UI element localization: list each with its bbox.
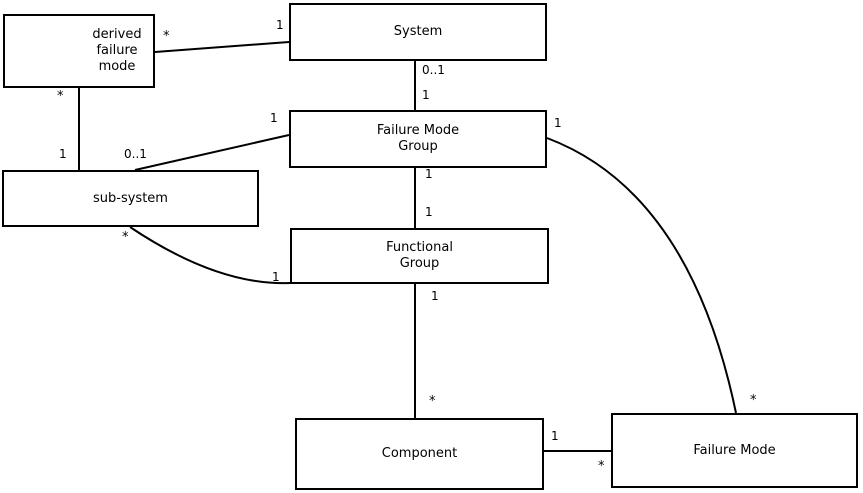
class-name-component: Component [381,446,458,461]
mult-fg-to-component: 1 [431,289,439,303]
mult-fmg-to-fm: 1 [554,116,562,130]
class-name-failure-mode: Failure Mode [693,442,776,458]
mult-fmg-to-fg: 1 [425,167,433,181]
mult-subsystem-to-fmg: 0..1 [124,147,147,161]
mult-subsystem-to-fg: * [122,230,129,245]
class-name-derived-failure-mode: derived failure mode [92,27,142,74]
class-box-failure-mode-group[interactable]: Failure Mode Group [289,110,547,168]
class-box-functional-group[interactable]: Functional Group [290,228,549,284]
mult-fmg-to-subsystem: 1 [270,111,278,125]
association-edge-fmg-fm [546,137,737,414]
class-box-system[interactable]: System [289,3,547,61]
mult-fm-to-component: * [598,459,605,474]
association-edge-subsystem-fg [129,226,291,285]
class-box-sub-system[interactable]: sub-system [2,170,259,227]
mult-dfm-to-system: * [163,29,170,44]
class-name-system: System [393,24,443,39]
mult-system-to-fmg: 0..1 [422,63,445,77]
mult-subsystem-to-dfm: 1 [59,147,67,161]
association-edge-dfm-system [154,41,290,53]
mult-fmg-to-system: 1 [422,88,430,102]
class-box-failure-mode[interactable]: Failure Mode [611,413,858,488]
association-edge-subsystem-fmg [134,134,290,171]
mult-fg-to-fmg: 1 [425,205,433,219]
mult-fm-to-fmg: * [750,393,757,408]
class-name-functional-group: Functional Group [386,240,453,271]
class-name-sub-system: sub-system [93,190,168,206]
mult-fg-to-subsystem: 1 [272,270,280,284]
class-name-failure-mode-group: Failure Mode Group [376,123,460,154]
mult-component-to-fm: 1 [551,429,559,443]
mult-dfm-to-subsystem: * [57,89,64,104]
mult-system-to-dfm: 1 [276,18,284,32]
class-box-component[interactable]: Component [295,418,544,490]
mult-component-to-fg: * [429,394,436,409]
class-box-derived-failure-mode[interactable]: derived failure mode [3,14,155,88]
